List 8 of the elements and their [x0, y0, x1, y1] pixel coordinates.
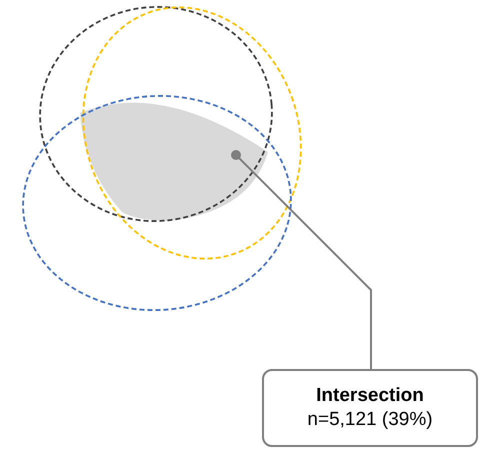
callout-value: n=5,121 (39%): [307, 409, 433, 431]
venn-ellipse: [82, 6, 302, 260]
leader-line: [231, 150, 372, 369]
intersection-region: [80, 102, 268, 221]
venn-ellipse: [22, 95, 292, 311]
callout-title: Intersection: [316, 385, 424, 407]
venn-ellipse: [39, 6, 273, 222]
callout-box: [262, 369, 478, 447]
